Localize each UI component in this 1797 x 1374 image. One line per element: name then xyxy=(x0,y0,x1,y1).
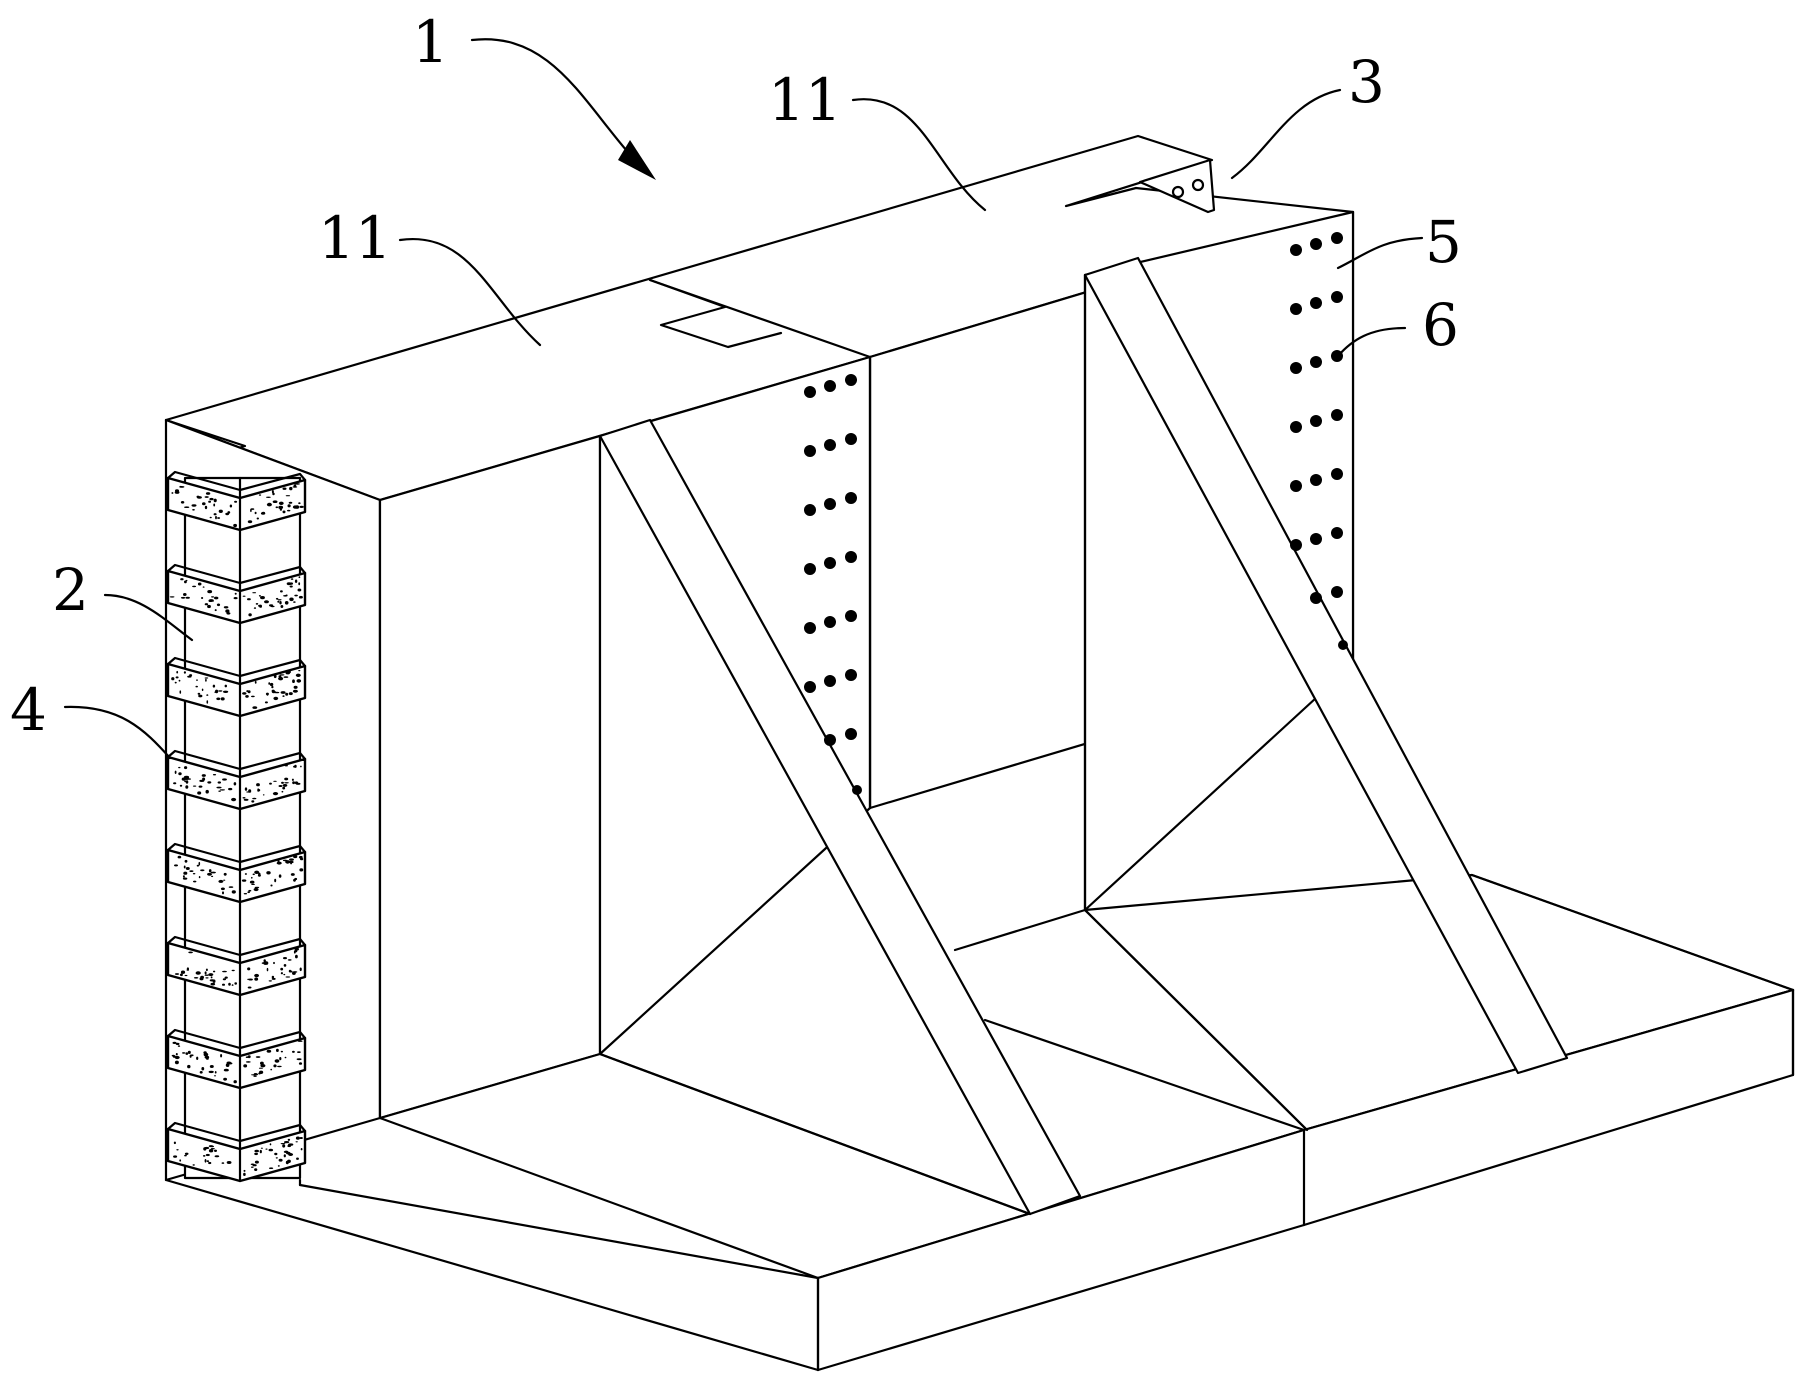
label-segment-left: 11 xyxy=(318,204,392,272)
base-slab xyxy=(164,873,1795,1372)
pad xyxy=(166,1121,307,1183)
label-tab: 3 xyxy=(1348,48,1385,116)
hole-grid-left xyxy=(804,374,862,795)
brace-right xyxy=(1083,256,1569,1075)
pad xyxy=(166,656,307,718)
reference-labels: 1 11 11 3 5 6 2 4 xyxy=(10,8,1462,744)
label-hole-b: 6 xyxy=(1422,291,1459,359)
label-segment-right: 11 xyxy=(768,66,842,134)
label-assembly: 1 xyxy=(412,8,449,76)
pad xyxy=(166,749,307,811)
label-hole-a: 5 xyxy=(1425,208,1462,276)
pad xyxy=(166,1028,307,1090)
leader-lines xyxy=(63,38,1424,760)
brace-left xyxy=(598,418,1082,1216)
pad xyxy=(166,563,307,625)
label-pad: 4 xyxy=(10,676,47,744)
pad xyxy=(166,935,307,997)
label-connector: 2 xyxy=(52,556,89,624)
pad xyxy=(166,842,307,904)
pad-stack xyxy=(166,470,307,1183)
hole-grid-right xyxy=(1290,232,1348,650)
pad xyxy=(166,470,307,532)
